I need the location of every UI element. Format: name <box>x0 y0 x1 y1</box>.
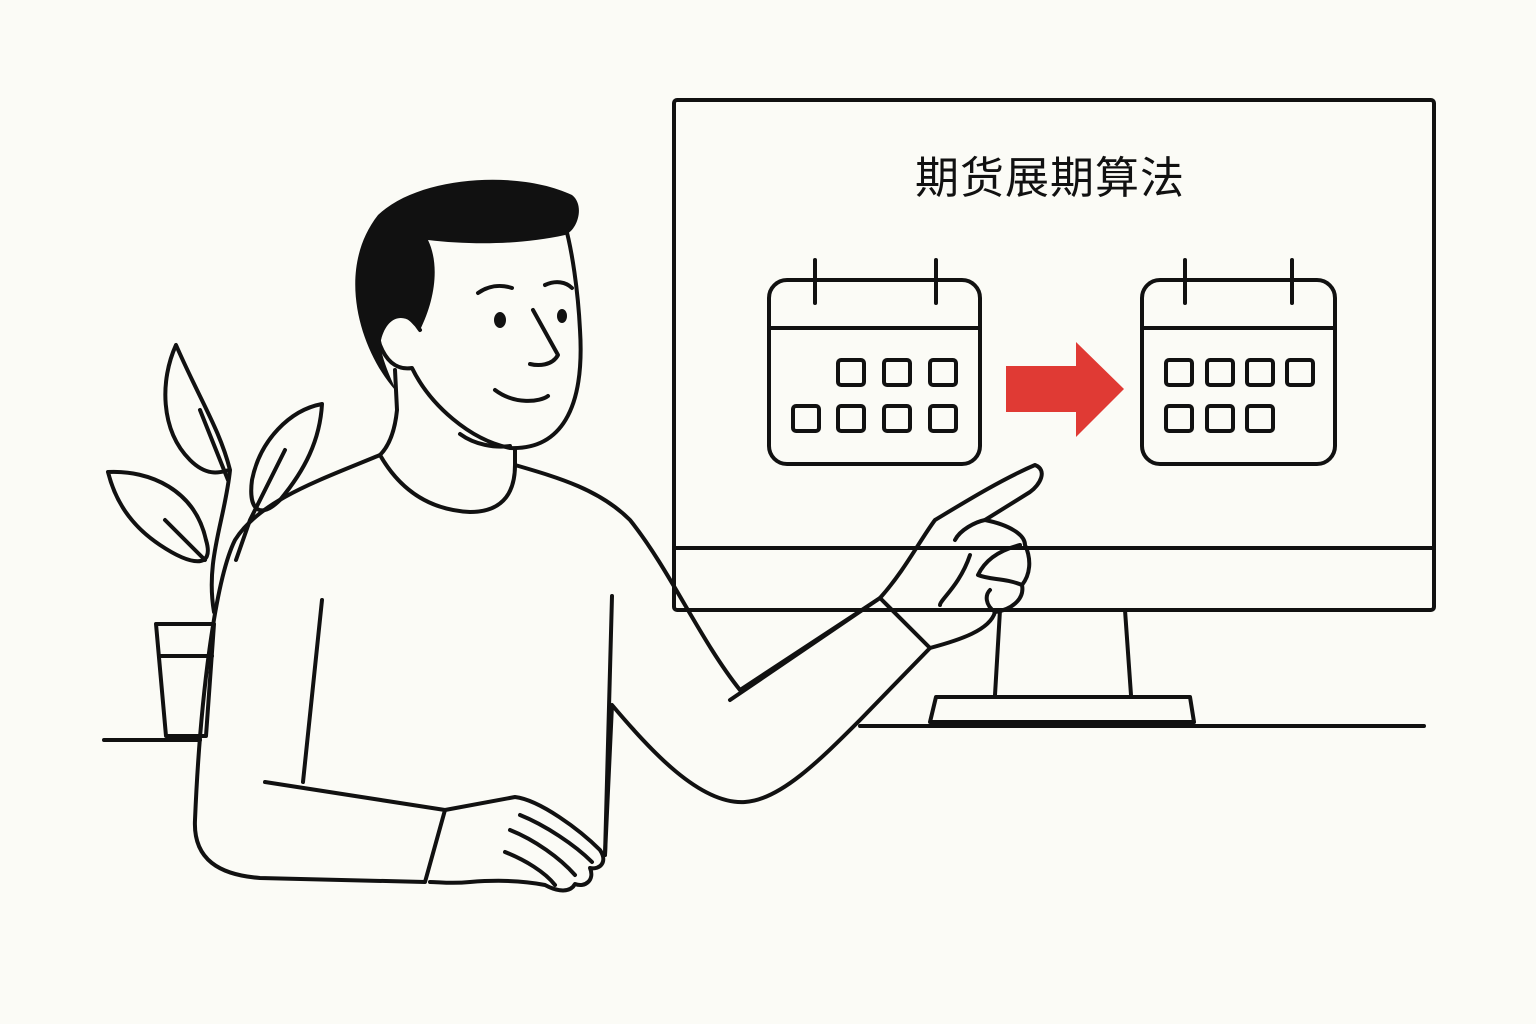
calendar-icon-after <box>1140 258 1337 466</box>
arrow-right-icon <box>1006 342 1124 437</box>
desk-line <box>102 724 1426 742</box>
plant <box>106 343 324 738</box>
screen-title: 期货展期算法 <box>915 153 1185 204</box>
person <box>192 179 1044 893</box>
calendar-icon-before <box>767 258 982 466</box>
monitor <box>672 98 1436 724</box>
